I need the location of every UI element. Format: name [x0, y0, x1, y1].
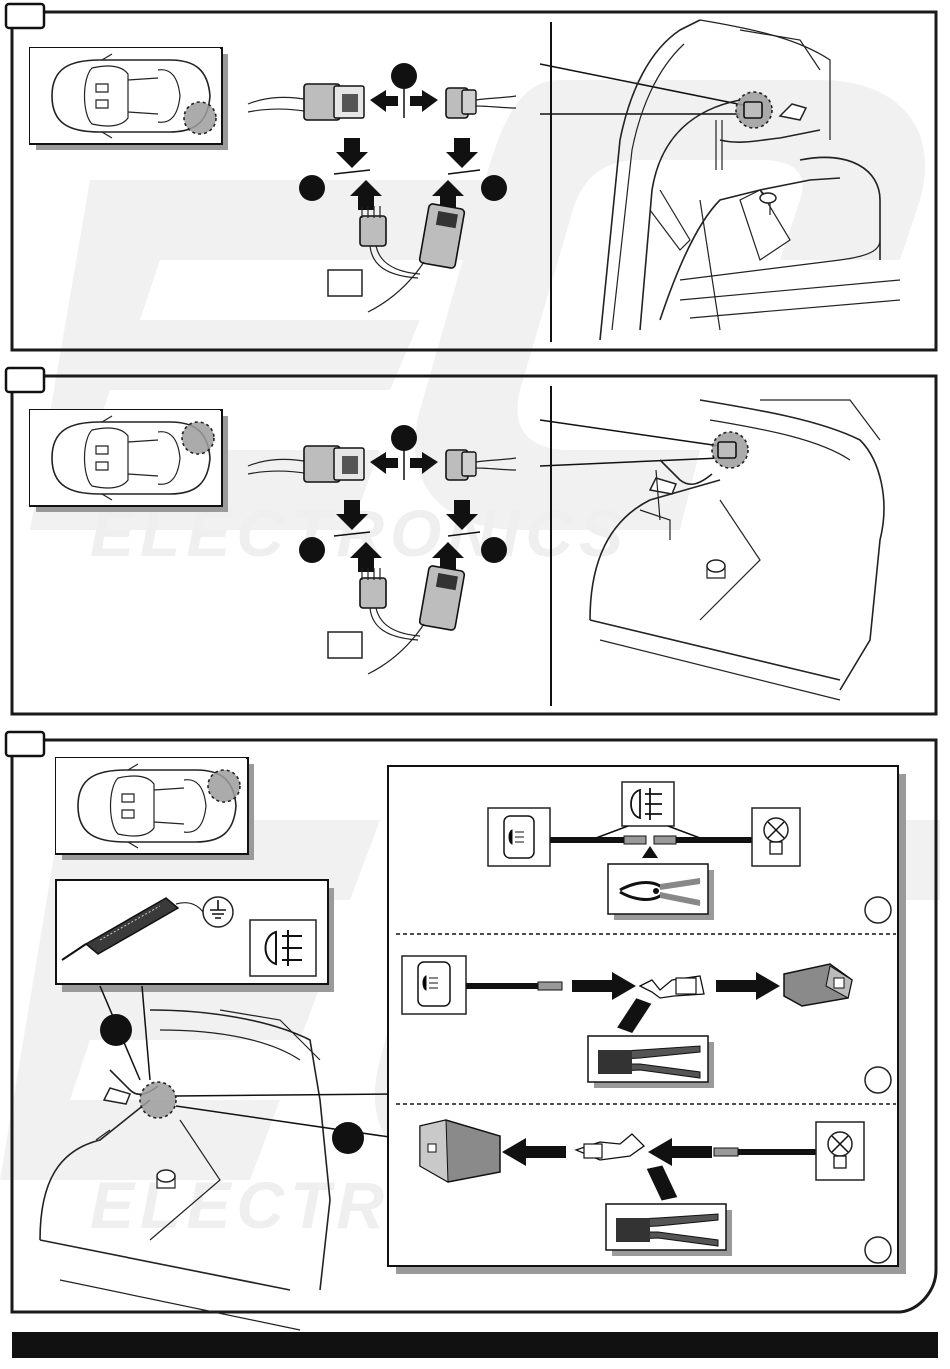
test-lamp-box: [56, 880, 334, 992]
fog-lamp-icon: [622, 782, 674, 826]
ground-icon: [203, 897, 233, 927]
car-top-view-icon: [30, 410, 228, 512]
pliers-icon: [608, 864, 714, 920]
fog-switch-icon: [488, 808, 550, 866]
fog-switch-icon: [402, 956, 466, 1014]
step-2-badge: [6, 368, 44, 392]
step-2-panel: [6, 368, 936, 714]
step-b-marker: [865, 1067, 891, 1093]
step-a-marker: [865, 897, 891, 923]
bulb-icon: [816, 1122, 864, 1180]
footer-bar: [12, 1332, 938, 1358]
step-3-panel: [6, 732, 936, 1330]
car-top-view-icon: [56, 758, 254, 860]
step-1-badge: [6, 4, 44, 28]
step-1-panel: [6, 4, 936, 350]
step-c-marker: [865, 1237, 891, 1263]
fog-lamp-icon: [250, 920, 316, 976]
bulb-icon: [752, 808, 800, 866]
crimp-tool-icon: [588, 1036, 714, 1088]
car-top-view-icon: [30, 48, 228, 150]
step-3-badge: [6, 732, 44, 756]
crimp-tool-icon: [606, 1204, 732, 1256]
